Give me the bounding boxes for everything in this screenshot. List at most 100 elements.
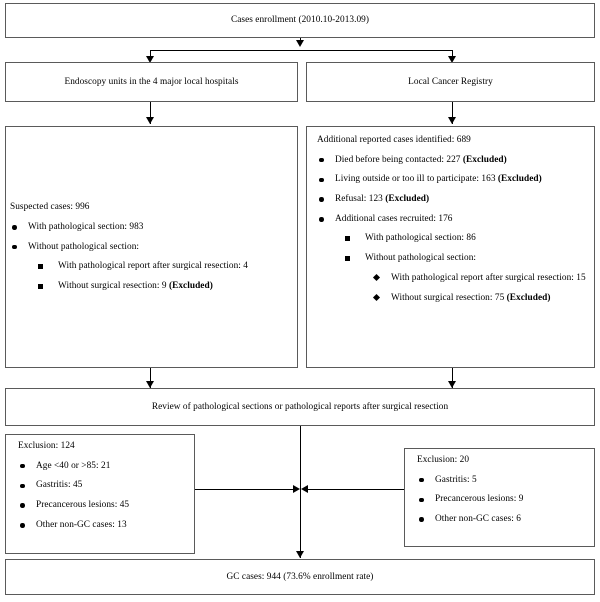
list-item: Other non-GC cases: 6 [413,514,586,525]
connector-review-trunk [300,426,301,558]
list-item-label: With pathological report after surgical … [58,261,248,272]
list-item-label: Other non-GC cases: 6 [435,514,521,525]
review-pathology-box: Review of pathological sections or patho… [5,388,595,426]
suspected-cases-box: Suspected cases: 996 With pathological s… [5,126,298,368]
arrow-right-detail-to-review [448,381,456,388]
diamond-bullet-icon [372,274,381,282]
connector-split-right-stem [452,50,453,60]
list-item: Without pathological section: With patho… [6,242,297,292]
list-item: Additional cases recruited: 176 With pat… [313,214,588,303]
list-item-label: Age <40 or >85: 21 [36,460,111,471]
disc-bullet-icon [20,503,25,508]
exclusion-right-list: Gastritis: 5 Precancerous lesions: 9 Oth… [413,475,586,525]
arrow-split-to-right-source [448,56,456,63]
list-item: With pathological report after surgical … [365,273,588,284]
additional-reported-cases-box: Additional reported cases identified: 68… [306,126,595,368]
arrow-left-detail-to-review [146,381,154,388]
gc-cases-result-label: GC cases: 944 (73.6% enrollment rate) [226,571,374,582]
exclusion-left-lead: Exclusion: 124 [18,441,75,451]
square-bullet-icon [345,255,350,261]
list-item-label: With pathological section: 86 [365,233,476,244]
additional-cases-lead: Additional reported cases identified: 68… [317,135,471,145]
list-item: Without surgical resection: 9 (Excluded) [28,281,297,292]
list-item: Living outside or too ill to participate… [313,174,588,185]
list-item-label: Without surgical resection: 75 [391,292,507,303]
arrow-right-exclusion-to-trunk [301,485,308,493]
connector-right-source-stem [452,102,453,124]
connector-split-left-stem [150,50,151,60]
connector-right-detail-stem [452,368,453,388]
arrow-left-exclusion-to-trunk [293,485,300,493]
cases-enrollment-box: Cases enrollment (2010.10-2013.09) [5,3,595,38]
endoscopy-units-label: Endoscopy units in the 4 major local hos… [64,76,239,87]
list-item-label: Precancerous lesions: 9 [435,494,524,505]
list-item-label: Died before being contacted: 227 [335,154,463,165]
connector-right-exclusion [306,489,404,490]
list-item-label: Without pathological section: [365,253,477,264]
list-item: Precancerous lesions: 9 [413,494,586,505]
list-item-label: Gastritis: 45 [36,480,83,491]
cases-enrollment-label: Cases enrollment (2010.10-2013.09) [230,15,370,26]
list-item-label: With pathological section: 983 [28,221,144,232]
list-item: With pathological section: 983 [6,222,297,233]
disc-bullet-icon [419,497,424,503]
exclusion-right-box: Exclusion: 20 Gastritis: 5 Precancerous … [404,448,595,547]
list-item: Gastritis: 45 [14,480,186,491]
list-item: With pathological report after surgical … [28,261,297,272]
disc-bullet-icon [319,177,324,183]
connector-left-exclusion [195,489,295,490]
square-bullet-icon [38,263,43,269]
list-item: Gastritis: 5 [413,475,586,486]
suspected-cases-lead: Suspected cases: 996 [10,202,90,213]
list-item-label: Without pathological section: [28,241,140,252]
arrow-title-to-split [296,40,304,47]
list-item-label: Refusal: 123 [335,194,386,205]
list-item-label: Living outside or too ill to participate… [335,174,498,185]
connector-split-bar [150,50,453,51]
square-bullet-icon [38,283,43,289]
list-item-label: Additional cases recruited: 176 [335,213,453,224]
disc-bullet-icon [20,483,25,489]
disc-bullet-icon [319,216,324,222]
local-cancer-registry-box: Local Cancer Registry [306,62,595,102]
excluded-tag: (Excluded) [168,281,213,292]
list-item: Died before being contacted: 227 (Exclud… [313,155,588,166]
exclusion-left-box: Exclusion: 124 Age <40 or >85: 21 Gastri… [5,434,195,554]
list-item-label: Without surgical resection: 9 [58,281,169,292]
endoscopy-units-box: Endoscopy units in the 4 major local hos… [5,62,298,102]
connector-left-source-stem [150,102,151,124]
excluded-tag: (Excluded) [462,154,507,165]
list-item: Without pathological section: With patho… [335,253,588,303]
list-item: Precancerous lesions: 45 [14,500,186,511]
excluded-tag: (Excluded) [497,174,542,185]
disc-bullet-icon [419,517,424,522]
suspected-cases-sublist: With pathological report after surgical … [28,261,297,291]
list-item: Other non-GC cases: 13 [14,520,186,531]
list-item-label: With pathological report after surgical … [391,272,586,283]
list-item: Refusal: 123 (Excluded) [313,194,588,205]
list-item: With pathological section: 86 [335,233,588,244]
gc-cases-result-box: GC cases: 944 (73.6% enrollment rate) [5,559,595,595]
excluded-tag: (Excluded) [385,194,430,205]
disc-bullet-icon [319,157,324,163]
additional-cases-list: Died before being contacted: 227 (Exclud… [313,155,588,304]
local-cancer-registry-label: Local Cancer Registry [408,76,493,87]
additional-cases-subsublist: With pathological report after surgical … [365,273,588,303]
disc-bullet-icon [20,463,25,469]
additional-cases-sublist: With pathological section: 86 Without pa… [335,233,588,303]
arrow-review-to-result [296,551,304,558]
disc-bullet-icon [419,477,424,483]
exclusion-right-lead: Exclusion: 20 [417,455,470,465]
arrow-right-source-to-detail [448,117,456,124]
diamond-bullet-icon [372,294,381,302]
connector-left-detail-stem [150,368,151,388]
square-bullet-icon [345,236,350,242]
exclusion-left-list: Age <40 or >85: 21 Gastritis: 45 Precanc… [14,461,186,531]
excluded-tag: (Excluded) [506,292,551,303]
review-pathology-label: Review of pathological sections or patho… [151,401,449,412]
list-item-label: Other non-GC cases: 13 [36,519,127,530]
disc-bullet-icon [319,197,324,202]
arrow-left-source-to-detail [146,117,154,124]
suspected-cases-list: With pathological section: 983 Without p… [6,222,297,292]
